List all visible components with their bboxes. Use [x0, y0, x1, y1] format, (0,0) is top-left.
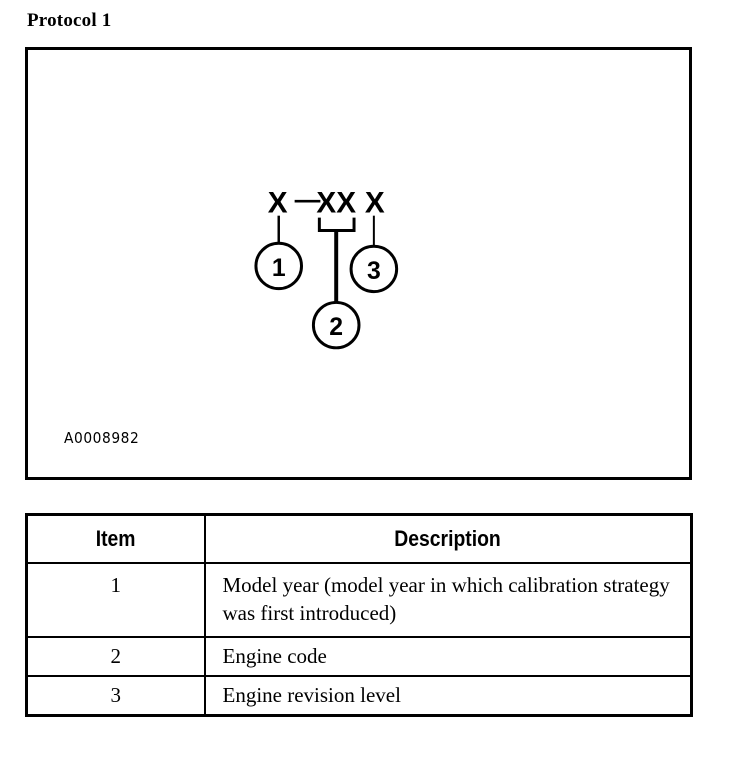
code-char-3: X	[365, 187, 385, 220]
table-row: 1 Model year (model year in which calibr…	[25, 562, 693, 638]
legend-table: Item Description 1 Model year (model yea…	[25, 513, 693, 717]
table-row: 3 Engine revision level	[25, 675, 693, 717]
callout-label-2: 2	[329, 314, 343, 341]
calibration-code-diagram: X — XX X 1 3 2	[254, 186, 399, 350]
code-char-1: X	[268, 187, 288, 220]
callout-label-3: 3	[367, 258, 381, 285]
cell-item-number: 3	[25, 675, 206, 717]
code-dash: —	[295, 186, 321, 214]
figure-id-label: A0008982	[64, 429, 140, 447]
callout-circle-1	[254, 241, 304, 291]
cell-item-number: 2	[25, 636, 206, 677]
page-title: Protocol 1	[27, 10, 112, 31]
callout-circle-3	[349, 244, 399, 294]
callout-circle-2	[311, 300, 361, 350]
legend-table-container: Item Description 1 Model year (model yea…	[25, 513, 693, 717]
cell-item-description: Engine code	[203, 636, 693, 677]
table-row: 2 Engine code	[25, 636, 693, 677]
cell-item-description: Model year (model year in which calibrat…	[203, 562, 693, 638]
code-char-2: XX	[316, 187, 356, 220]
cell-item-number: 1	[25, 562, 206, 638]
figure-frame: X — XX X 1 3 2 A0008982	[25, 47, 692, 480]
column-header-item-label: Item	[95, 526, 136, 551]
column-header-item: Item	[25, 513, 206, 564]
column-header-description: Description	[203, 513, 693, 564]
table-header-row: Item Description	[25, 513, 693, 564]
column-header-description-label: Description	[394, 526, 502, 551]
cell-item-description: Engine revision level	[203, 675, 693, 717]
callout-label-1: 1	[272, 255, 286, 282]
